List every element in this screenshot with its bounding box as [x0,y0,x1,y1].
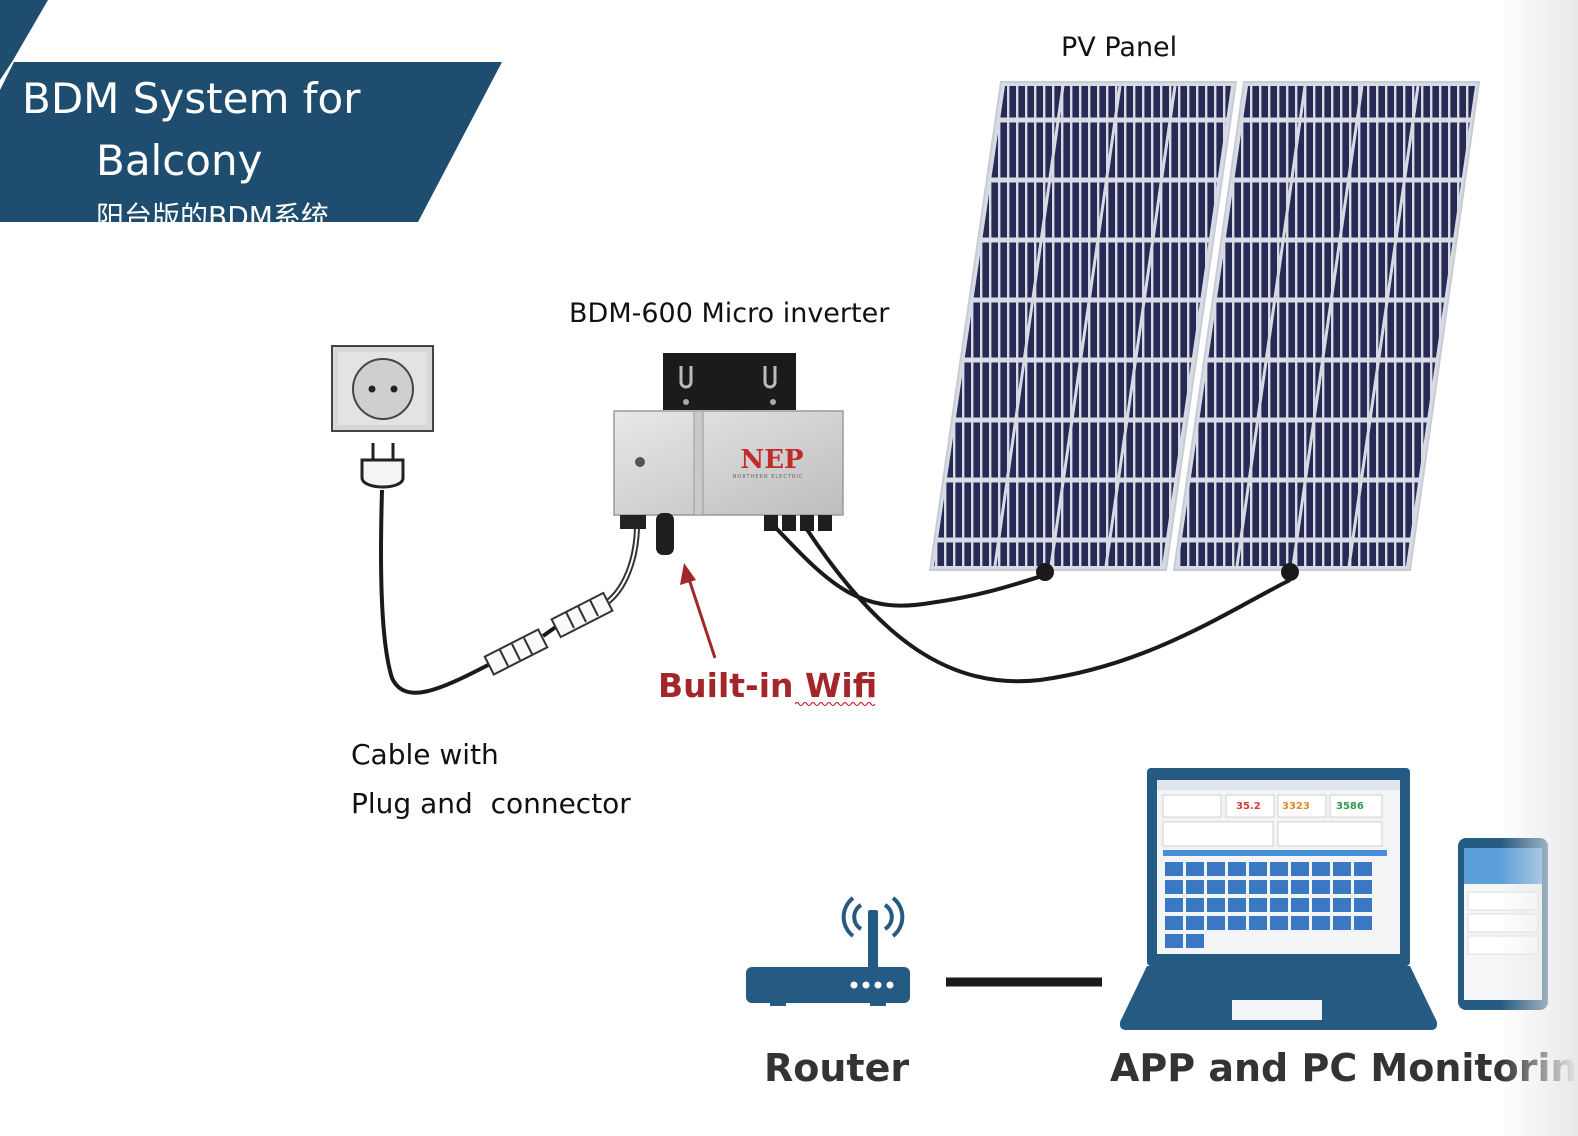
cable-connector-left [483,628,549,676]
power-plug [360,443,405,489]
spellcheck-underline [795,702,875,706]
dashboard-value-1: 35.2 [1236,801,1261,812]
wifi-arrow [680,563,717,659]
title-banner [0,0,502,222]
micro-inverter [613,353,844,555]
built-in-wifi-label: Built-in Wifi [658,666,878,705]
micro-inverter-label: BDM-600 Micro inverter [569,298,890,329]
pv-panel-right [1172,81,1481,571]
right-edge-fade [1500,0,1578,1136]
dc-cables [774,526,1291,684]
dashboard-value-3: 3586 [1336,801,1364,812]
laptop-icon: 35.2 3323 3586 [1120,768,1437,1030]
inverter-brand-subtitle: NORTHERN ELECTRIC [733,474,804,480]
router-label: Router [764,1046,910,1090]
router-icon [746,896,910,1006]
dashboard-value-2: 3323 [1282,801,1310,812]
title-line-1: BDM System for [22,74,361,123]
title-line-2: Balcony [96,136,263,185]
panel-junction-left [1036,563,1054,581]
ac-cable [379,489,640,695]
cable-connector-right [550,591,614,639]
subtitle-chinese: 阳台版的BDM系统 [96,200,329,222]
inverter-brand-logo: NEP [740,445,803,475]
pv-panel-left [928,81,1238,571]
cable-label-line-1: Cable with [351,738,499,771]
pv-panel-label: PV Panel [1061,32,1178,63]
cable-label-line-2: Plug and connector [351,787,631,820]
wall-socket [331,345,434,432]
panel-junction-right [1281,563,1299,581]
